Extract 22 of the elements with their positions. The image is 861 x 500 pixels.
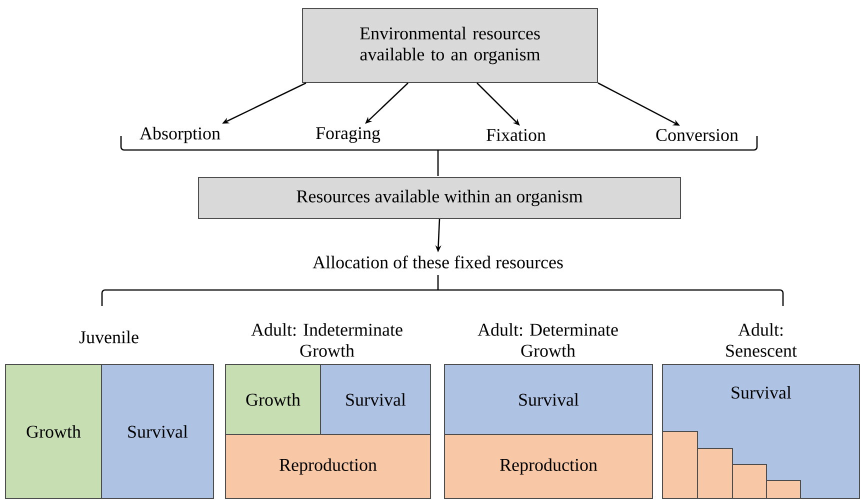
- growth-block: Growth: [225, 364, 321, 435]
- survival-block: Survival: [320, 364, 431, 435]
- process-label: Foraging: [316, 127, 380, 143]
- reproduction-block: Reproduction: [225, 434, 431, 499]
- survival-block: Survival: [101, 364, 214, 499]
- panel-heading: Adult: Determinate Growth: [478, 323, 618, 357]
- growth-block: Growth: [5, 364, 102, 499]
- process-label: Fixation: [486, 128, 546, 142]
- reproduction-bar: [697, 448, 733, 499]
- process-label: Conversion: [656, 128, 738, 142]
- reproduction-block: Reproduction: [444, 434, 653, 499]
- reproduction-bar: [766, 480, 801, 499]
- panel-heading: Juvenile: [79, 330, 138, 344]
- panel-heading: Adult: Senescent: [726, 323, 797, 357]
- panel-heading: Adult: Indeterminate Growth: [251, 323, 402, 357]
- reproduction-bar: [732, 464, 767, 499]
- process-label: Absorption: [140, 126, 220, 144]
- process-box: Environmental resources available to an organism: [302, 8, 598, 83]
- process-box: Resources available within an organism: [198, 177, 681, 219]
- allocation-label: Allocation of these fixed resources: [312, 256, 563, 268]
- reproduction-bar: [662, 431, 698, 499]
- survival-block: Survival: [444, 364, 653, 435]
